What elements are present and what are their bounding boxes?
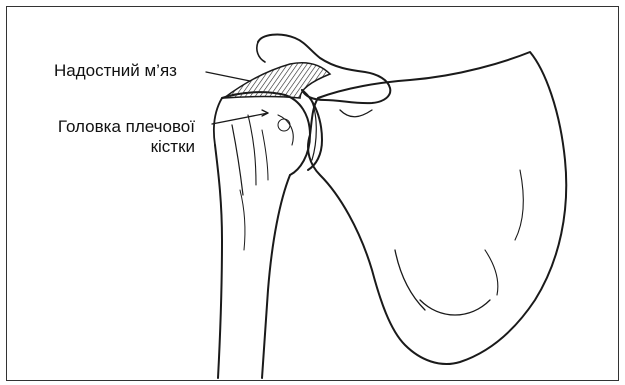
supraspinatus-pointer	[206, 72, 250, 81]
humeral-head-label: Головка плечової кістки	[58, 117, 195, 157]
scapula-inner-contour	[420, 300, 490, 315]
humerus-shaft	[215, 145, 222, 378]
supraspinatus-muscle	[224, 63, 330, 98]
humeral-head-label-line1: Головка плечової	[58, 117, 195, 137]
humeral-head-label-line2: кістки	[58, 137, 195, 157]
scapula-outline	[308, 52, 566, 364]
humeral-head-outline	[222, 92, 310, 175]
humeral-head-pointer	[212, 113, 268, 124]
supraspinatus-label: Надостний м’яз	[54, 61, 177, 81]
